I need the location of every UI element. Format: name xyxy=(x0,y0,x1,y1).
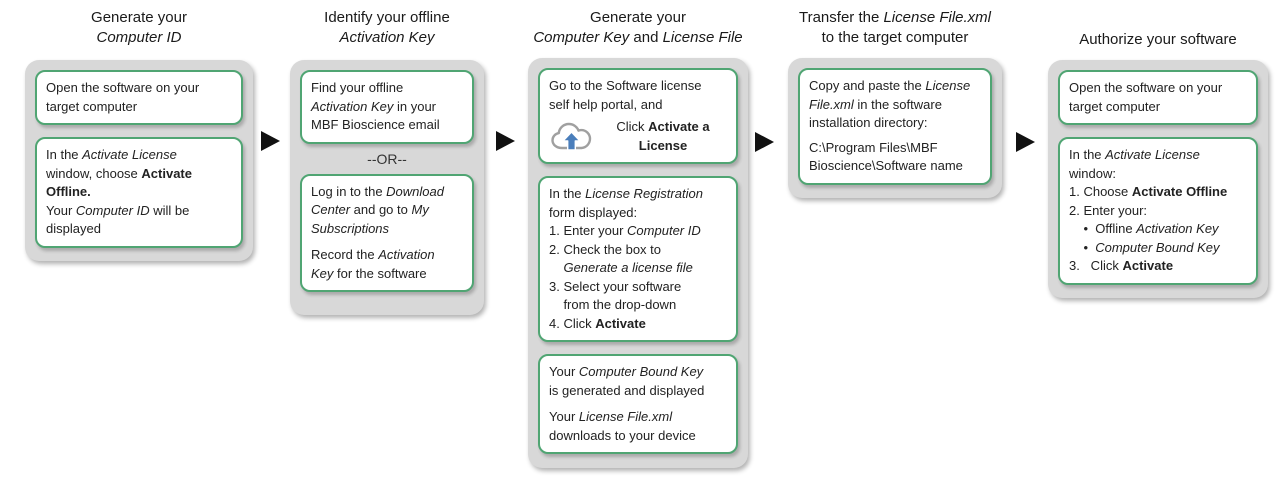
right-arrow-icon xyxy=(261,131,280,151)
step-title-authorize-software: Authorize your software xyxy=(1079,31,1237,48)
right-arrow-icon xyxy=(496,131,515,151)
or-separator: --OR-- xyxy=(367,150,407,167)
right-arrow-icon xyxy=(1016,132,1035,152)
cloud-upload-icon xyxy=(551,122,592,151)
right-arrow-icon xyxy=(755,132,774,152)
